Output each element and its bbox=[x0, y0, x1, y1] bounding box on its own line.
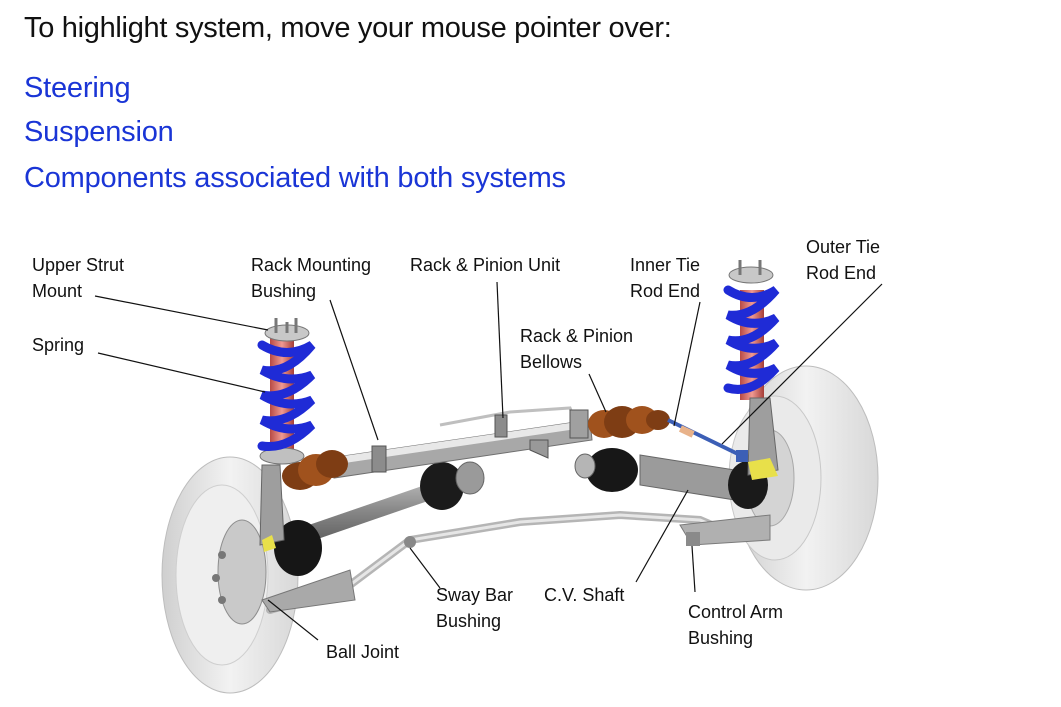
instruction-heading: To highlight system, move your mouse poi… bbox=[24, 12, 672, 44]
both-systems-link[interactable]: Components associated with both systems bbox=[24, 162, 566, 194]
right-strut-assembly bbox=[723, 260, 780, 480]
left-strut-assembly bbox=[257, 318, 316, 552]
label-cv-shaft: C.V. Shaft bbox=[544, 585, 625, 605]
left-control-arm bbox=[261, 569, 356, 613]
control-arm-bushing bbox=[686, 532, 700, 546]
label-spring: Spring bbox=[32, 335, 85, 355]
label-rack-pinion-unit: Rack & Pinion Unit bbox=[410, 255, 561, 275]
outer-tie-rod-end bbox=[736, 450, 748, 462]
rack-bellows-right bbox=[588, 406, 670, 438]
leader-lines bbox=[94, 281, 883, 641]
label-ball-joint: Ball Joint bbox=[326, 642, 400, 662]
tie-rod-right bbox=[667, 418, 741, 457]
suspension-link[interactable]: Suspension bbox=[24, 116, 174, 148]
rack-pinion-unit bbox=[329, 406, 593, 479]
left-cv-shaft bbox=[274, 461, 485, 576]
sway-bar-bushing bbox=[404, 536, 416, 548]
steering-link[interactable]: Steering bbox=[24, 72, 131, 104]
rack-bellows-left bbox=[282, 450, 348, 490]
